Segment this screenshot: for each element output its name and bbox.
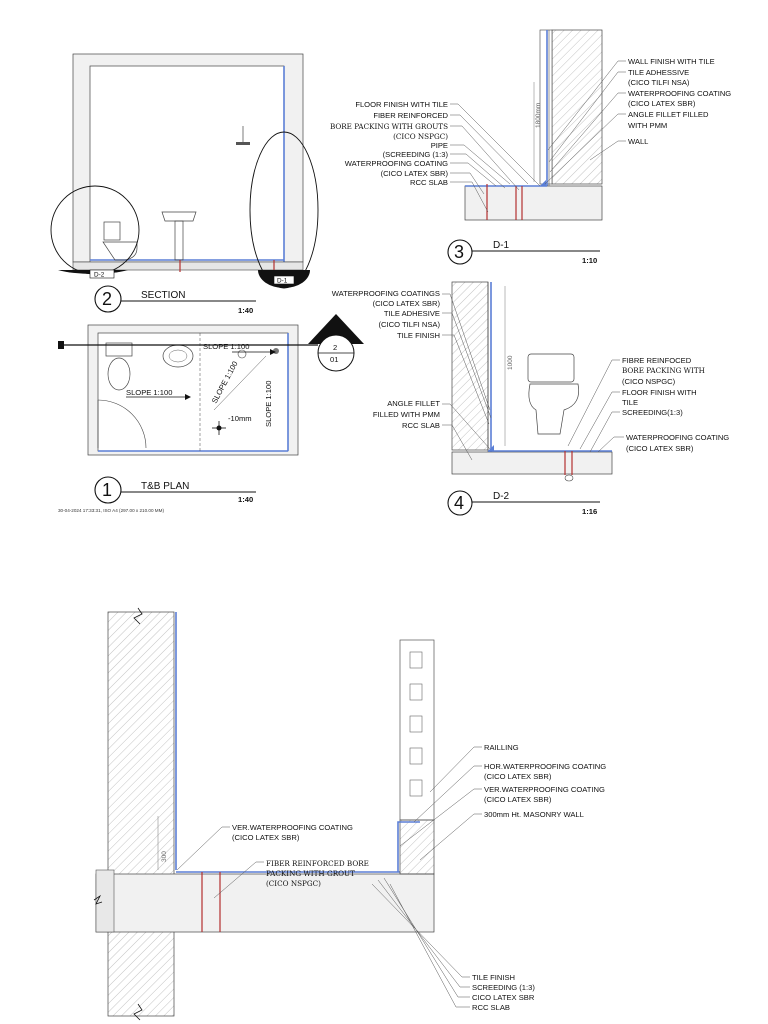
d1-number: 3: [454, 242, 464, 262]
d2-right-label-3: FLOOR FINISH WITH: [622, 388, 697, 397]
detail-d1-drawing: 1800mm FLOOR FINISH WITH TILE FIBER REIN…: [330, 29, 731, 265]
d2-left-label-5: ANGLE FILLET: [387, 399, 440, 408]
callout-d2-label: D-2: [94, 272, 105, 279]
d2-right-label-2: (CICO NSPGC): [622, 377, 676, 386]
plan-scale: 1:40: [238, 495, 253, 504]
balcony-bottom-label-1: SCREEDING (1:3): [472, 983, 535, 992]
d2-dimension: 1000: [507, 355, 514, 370]
sheet-footer: 30-04-2024 17:33:31, ISO A4 (297.00 x 21…: [58, 508, 164, 513]
d1-scale: 1:10: [582, 256, 597, 265]
plan-title: T&B PLAN: [141, 481, 189, 492]
balcony-right-label-5: 300mm Ht. MASONRY WALL: [484, 810, 584, 819]
d2-scale: 1:16: [582, 507, 597, 516]
d1-right-label-1: TILE ADHESSIVE: [628, 68, 689, 77]
plan-drawing: SLOPE 1:100 SLOPE 1:100 SLOPE 1:100 SLOP…: [58, 314, 364, 513]
d1-right-label-3: WATERPROOFING COATING: [628, 89, 731, 98]
balcony-bottom-label-2: CICO LATEX SBR: [472, 993, 535, 1002]
balcony-detail-drawing: 300 VER.WATERPROOFING COATING (CICO LATE…: [58, 602, 606, 1021]
callout-d1-label: D-1: [277, 278, 288, 285]
d1-dimension: 1800mm: [535, 103, 542, 128]
d2-right-label-0: FIBRE REINFOCED: [622, 356, 692, 365]
washbasin-icon: [161, 211, 197, 261]
balcony-left-label-3: PACKING WITH GROUT: [266, 869, 355, 878]
d1-left-label-2: BORE PACKING WITH GROUTS: [330, 122, 448, 131]
d1-left-label-0: FLOOR FINISH WITH TILE: [355, 100, 448, 109]
balcony-right-label-4: (CICO LATEX SBR): [484, 795, 552, 804]
detail-d2-drawing: 1000 WATERPROOFING COATINGS (CICO LATEX …: [332, 281, 729, 516]
section-marker: 2 01: [308, 314, 364, 372]
balcony-left-label-0: VER.WATERPROOFING COATING: [232, 823, 353, 832]
balcony-left-label-2: FIBER REINFORCED BORE: [266, 859, 369, 868]
d2-left-label-3: (CICO TILFI NSA): [379, 320, 441, 329]
railing-icon: [399, 639, 435, 821]
slope-left-label: SLOPE 1:100: [126, 388, 172, 397]
d1-right-label-7: WALL: [628, 137, 648, 146]
balcony-left-label-4: (CICO NSPGC): [266, 879, 321, 888]
d1-title: D-1: [493, 240, 510, 251]
balcony-dimension: 300: [161, 851, 168, 862]
wc-plan-icon: [107, 357, 131, 391]
plan-number: 1: [102, 480, 112, 500]
d2-left-label-0: WATERPROOFING COATINGS: [332, 289, 440, 298]
d1-right-label-4: (CICO LATEX SBR): [628, 99, 696, 108]
d1-right-label-5: ANGLE FILLET FILLED: [628, 110, 709, 119]
d2-right-label-6: WATERPROOFING COATING: [626, 433, 729, 442]
d2-right-label-4: TILE: [622, 398, 638, 407]
d1-right-label-6: WITH PMM: [628, 121, 667, 130]
balcony-bottom-label-0: TILE FINISH: [472, 973, 515, 982]
d2-title: D-2: [493, 491, 510, 502]
d1-left-label-5: (SCREEDING (1:3): [383, 150, 449, 159]
d1-left-label-4: PIPE: [431, 141, 448, 150]
wc-side-icon: [527, 353, 580, 435]
balcony-right-label-0: RAILLING: [484, 743, 519, 752]
slope-vert-label: SLOPE 1:100: [264, 381, 273, 427]
section-marker-top: 2: [333, 343, 337, 352]
balcony-bottom-label-3: RCC SLAB: [472, 1003, 510, 1012]
d2-left-label-2: TILE ADHESIVE: [384, 309, 440, 318]
level-marker-icon: [212, 421, 226, 435]
d1-left-label-7: (CICO LATEX SBR): [381, 169, 449, 178]
d2-left-label-7: RCC SLAB: [402, 421, 440, 430]
d2-left-label-6: FILLED WITH PMM: [373, 410, 440, 419]
d1-left-label-6: WATERPROOFING COATING: [345, 159, 448, 168]
section-marker-bottom: 01: [330, 355, 338, 364]
balcony-left-label-1: (CICO LATEX SBR): [232, 833, 300, 842]
d2-right-label-7: (CICO LATEX SBR): [626, 444, 694, 453]
d2-left-label-4: TILE FINISH: [397, 331, 440, 340]
level-label: -10mm: [228, 414, 252, 423]
d1-right-label-2: (CICO TILFI NSA): [628, 78, 690, 87]
d1-right-label-0: WALL FINISH WITH TILE: [628, 57, 715, 66]
d2-number: 4: [454, 493, 464, 513]
section-scale: 1:40: [238, 306, 253, 315]
section-number: 2: [102, 289, 112, 309]
shower-icon: [236, 126, 250, 145]
d1-left-label-1: FIBER REINFORCED: [373, 111, 448, 120]
section-title: SECTION: [141, 290, 185, 301]
d1-left-label-8: RCC SLAB: [410, 178, 448, 187]
balcony-right-label-3: VER.WATERPROOFING COATING: [484, 785, 605, 794]
d2-right-label-1: BORE PACKING WITH: [622, 366, 705, 375]
d1-left-label-3: (CICO NSPGC): [393, 132, 448, 141]
balcony-right-label-1: HOR.WATERPROOFING COATING: [484, 762, 606, 771]
d2-right-label-5: SCREEDING(1:3): [622, 408, 683, 417]
section-drawing: D-2 D-1 2 SECTION 1:40: [50, 53, 319, 315]
wc-icon: [102, 221, 138, 261]
balcony-right-label-2: (CICO LATEX SBR): [484, 772, 552, 781]
slope-top-label: SLOPE 1:100: [203, 342, 249, 351]
d2-left-label-1: (CICO LATEX SBR): [373, 299, 441, 308]
